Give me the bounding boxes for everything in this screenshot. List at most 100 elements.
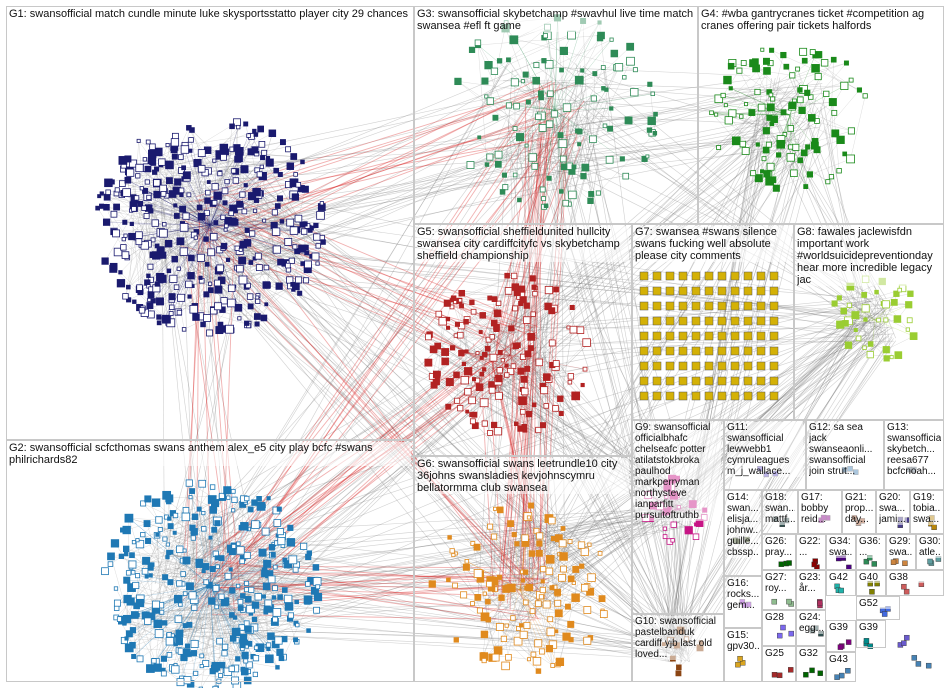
node <box>168 293 176 301</box>
node <box>162 620 168 626</box>
edge <box>209 559 285 586</box>
node <box>817 600 823 606</box>
node <box>232 615 238 620</box>
edge <box>223 87 536 217</box>
edge <box>789 114 795 174</box>
edge <box>251 510 277 608</box>
edge <box>130 502 246 602</box>
node <box>831 109 838 116</box>
edge <box>603 67 611 129</box>
edge <box>209 554 274 586</box>
node <box>552 405 559 412</box>
edge <box>491 367 684 651</box>
node <box>609 106 614 111</box>
node <box>210 307 218 315</box>
edge <box>542 589 560 613</box>
node <box>209 565 216 573</box>
edge <box>509 526 686 564</box>
node <box>188 137 194 143</box>
node <box>678 391 688 401</box>
edge <box>546 559 551 605</box>
node <box>213 191 222 200</box>
node <box>624 116 633 125</box>
node <box>430 381 438 389</box>
node <box>698 640 703 645</box>
edge <box>554 17 558 111</box>
node <box>450 295 457 301</box>
node <box>313 606 320 614</box>
node <box>901 583 907 590</box>
node <box>273 167 279 174</box>
node <box>522 599 529 606</box>
edge <box>869 319 887 355</box>
edge <box>819 84 867 339</box>
node <box>769 376 779 386</box>
edge <box>436 354 511 382</box>
node <box>526 515 531 520</box>
node <box>490 421 498 429</box>
edge <box>730 88 791 116</box>
node <box>201 526 207 532</box>
node <box>562 632 571 641</box>
node <box>907 290 914 297</box>
node <box>481 420 488 427</box>
node <box>274 636 283 645</box>
edge <box>592 73 596 140</box>
edge <box>190 497 266 613</box>
node <box>905 327 910 332</box>
edge <box>235 108 573 566</box>
edge <box>581 114 884 327</box>
edge <box>264 126 820 204</box>
edge <box>209 302 232 334</box>
node <box>468 396 476 405</box>
edge <box>543 60 566 204</box>
edge <box>670 325 879 644</box>
node <box>730 301 740 311</box>
node <box>744 536 750 543</box>
node <box>783 63 790 70</box>
edge <box>151 581 318 617</box>
node <box>235 583 241 589</box>
node <box>258 141 266 148</box>
node <box>166 632 172 638</box>
node <box>160 655 167 662</box>
node <box>284 602 294 611</box>
edge <box>436 354 511 382</box>
node <box>530 651 537 658</box>
node <box>766 103 775 112</box>
node <box>546 175 552 181</box>
node <box>229 123 235 130</box>
node <box>479 355 484 360</box>
node <box>172 530 177 535</box>
edge <box>237 248 277 250</box>
node <box>272 616 279 623</box>
node <box>452 582 458 589</box>
edge <box>216 356 525 586</box>
node <box>836 295 842 301</box>
edge <box>160 156 294 233</box>
edge <box>203 97 554 184</box>
edge <box>752 63 786 135</box>
edge <box>138 227 309 242</box>
edge <box>220 108 782 169</box>
edge <box>168 526 171 553</box>
edge <box>186 252 536 594</box>
edge <box>166 192 499 369</box>
edge <box>511 80 817 104</box>
node <box>240 593 246 599</box>
node <box>124 643 134 653</box>
node <box>572 565 580 573</box>
node <box>167 579 174 586</box>
node <box>135 163 144 173</box>
node <box>198 479 207 488</box>
node <box>243 239 252 247</box>
node <box>779 521 785 528</box>
node <box>489 334 495 340</box>
node <box>144 165 152 173</box>
node <box>185 280 193 289</box>
node <box>122 188 131 197</box>
edge <box>504 298 856 334</box>
node <box>670 521 677 528</box>
node <box>568 190 577 200</box>
